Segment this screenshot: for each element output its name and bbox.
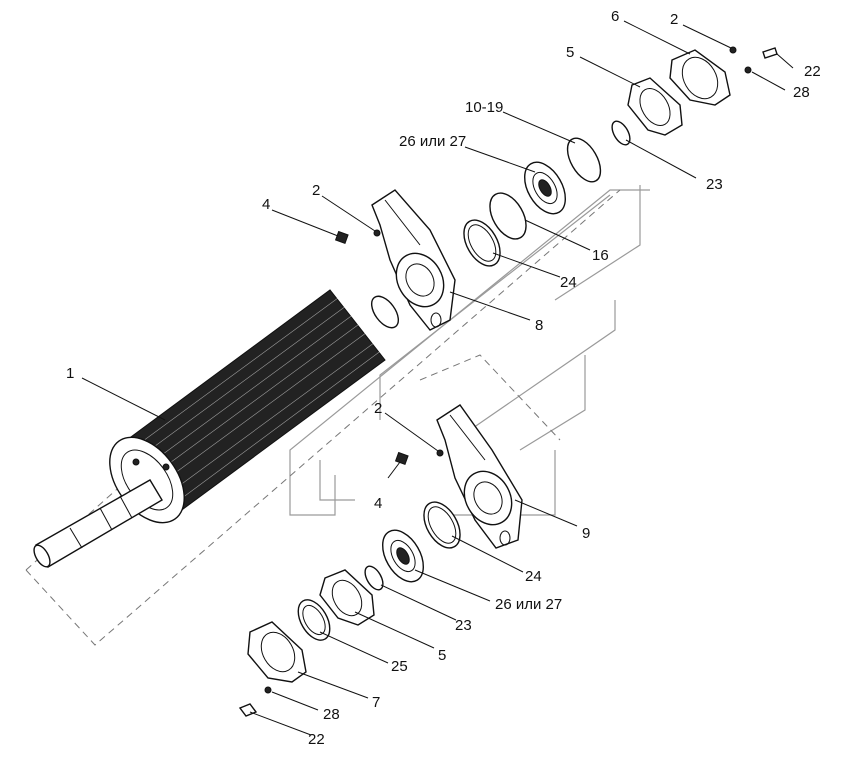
callout-6: 6 bbox=[611, 8, 619, 25]
callout-16: 16 bbox=[592, 247, 609, 264]
callout-25: 25 bbox=[391, 658, 408, 675]
callout-2-lower: 2 bbox=[374, 400, 382, 417]
callout-4-upper: 4 bbox=[262, 196, 270, 213]
callout-28-upper: 28 bbox=[793, 84, 810, 101]
callout-4-lower: 4 bbox=[374, 495, 382, 512]
roller-drum bbox=[33, 289, 400, 568]
fittings bbox=[334, 46, 737, 466]
callout-2-top: 2 bbox=[670, 11, 678, 28]
callout-24-upper: 24 bbox=[560, 274, 577, 291]
callout-26-27-lower: 26 или 27 bbox=[495, 596, 562, 613]
lower-parts-stack bbox=[238, 501, 461, 717]
callout-9: 9 bbox=[582, 525, 590, 542]
callout-5-lower: 5 bbox=[438, 647, 446, 664]
callout-22-upper: 22 bbox=[804, 63, 821, 80]
lower-housing-9 bbox=[436, 404, 523, 549]
leader-lines bbox=[81, 20, 794, 736]
callout-28-lower: 28 bbox=[323, 706, 340, 723]
callout-23-lower: 23 bbox=[455, 617, 472, 634]
callout-26-27-upper: 26 или 27 bbox=[399, 133, 466, 150]
callout-22-lower: 22 bbox=[308, 731, 325, 748]
upper-parts-stack bbox=[463, 47, 778, 267]
callout-5-upper: 5 bbox=[566, 44, 574, 61]
watermark-logo bbox=[289, 185, 650, 516]
upper-housing-8 bbox=[371, 189, 456, 331]
callout-23-upper: 23 bbox=[706, 176, 723, 193]
callout-labels: 1 2 2 2 4 4 5 5 6 7 8 9 10-19 16 22 22 2… bbox=[66, 8, 821, 748]
callout-24-lower: 24 bbox=[525, 568, 542, 585]
callout-1: 1 bbox=[66, 365, 74, 382]
callout-8: 8 bbox=[535, 317, 543, 334]
callout-2-upper: 2 bbox=[312, 182, 320, 199]
callout-7: 7 bbox=[372, 694, 380, 711]
callout-10-19: 10-19 bbox=[465, 99, 503, 116]
